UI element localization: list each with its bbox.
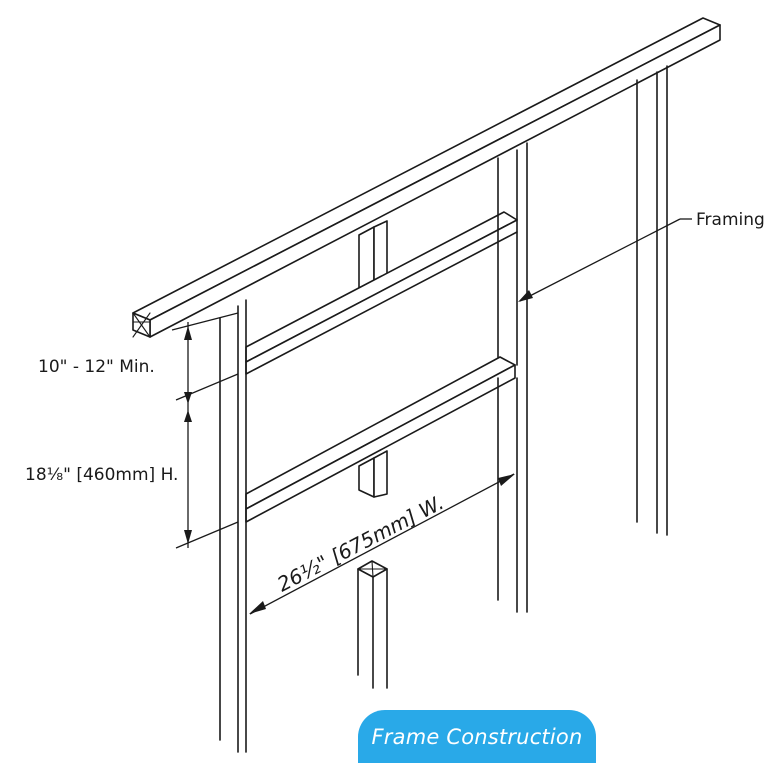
height-label: 18⅛" [460mm] H. — [25, 465, 178, 485]
framing-callout-leader — [518, 218, 692, 302]
framing-label: Framing — [696, 210, 765, 230]
width-dimension — [249, 473, 515, 615]
lower-short-stud — [358, 450, 388, 498]
left-stud — [219, 299, 247, 753]
far-right-stud — [636, 65, 668, 536]
top-beam — [132, 17, 721, 338]
vertical-clearance-label: 10" - 12" Min. — [38, 357, 155, 377]
frame-construction-badge: Frame Construction — [358, 710, 596, 763]
opening-bottom-sill — [245, 356, 516, 523]
right-stud — [497, 142, 528, 613]
loose-bottom-stud — [357, 560, 388, 689]
width-label: 26½" [675mm] W. — [273, 490, 447, 596]
vertical-dimension — [171, 312, 239, 549]
